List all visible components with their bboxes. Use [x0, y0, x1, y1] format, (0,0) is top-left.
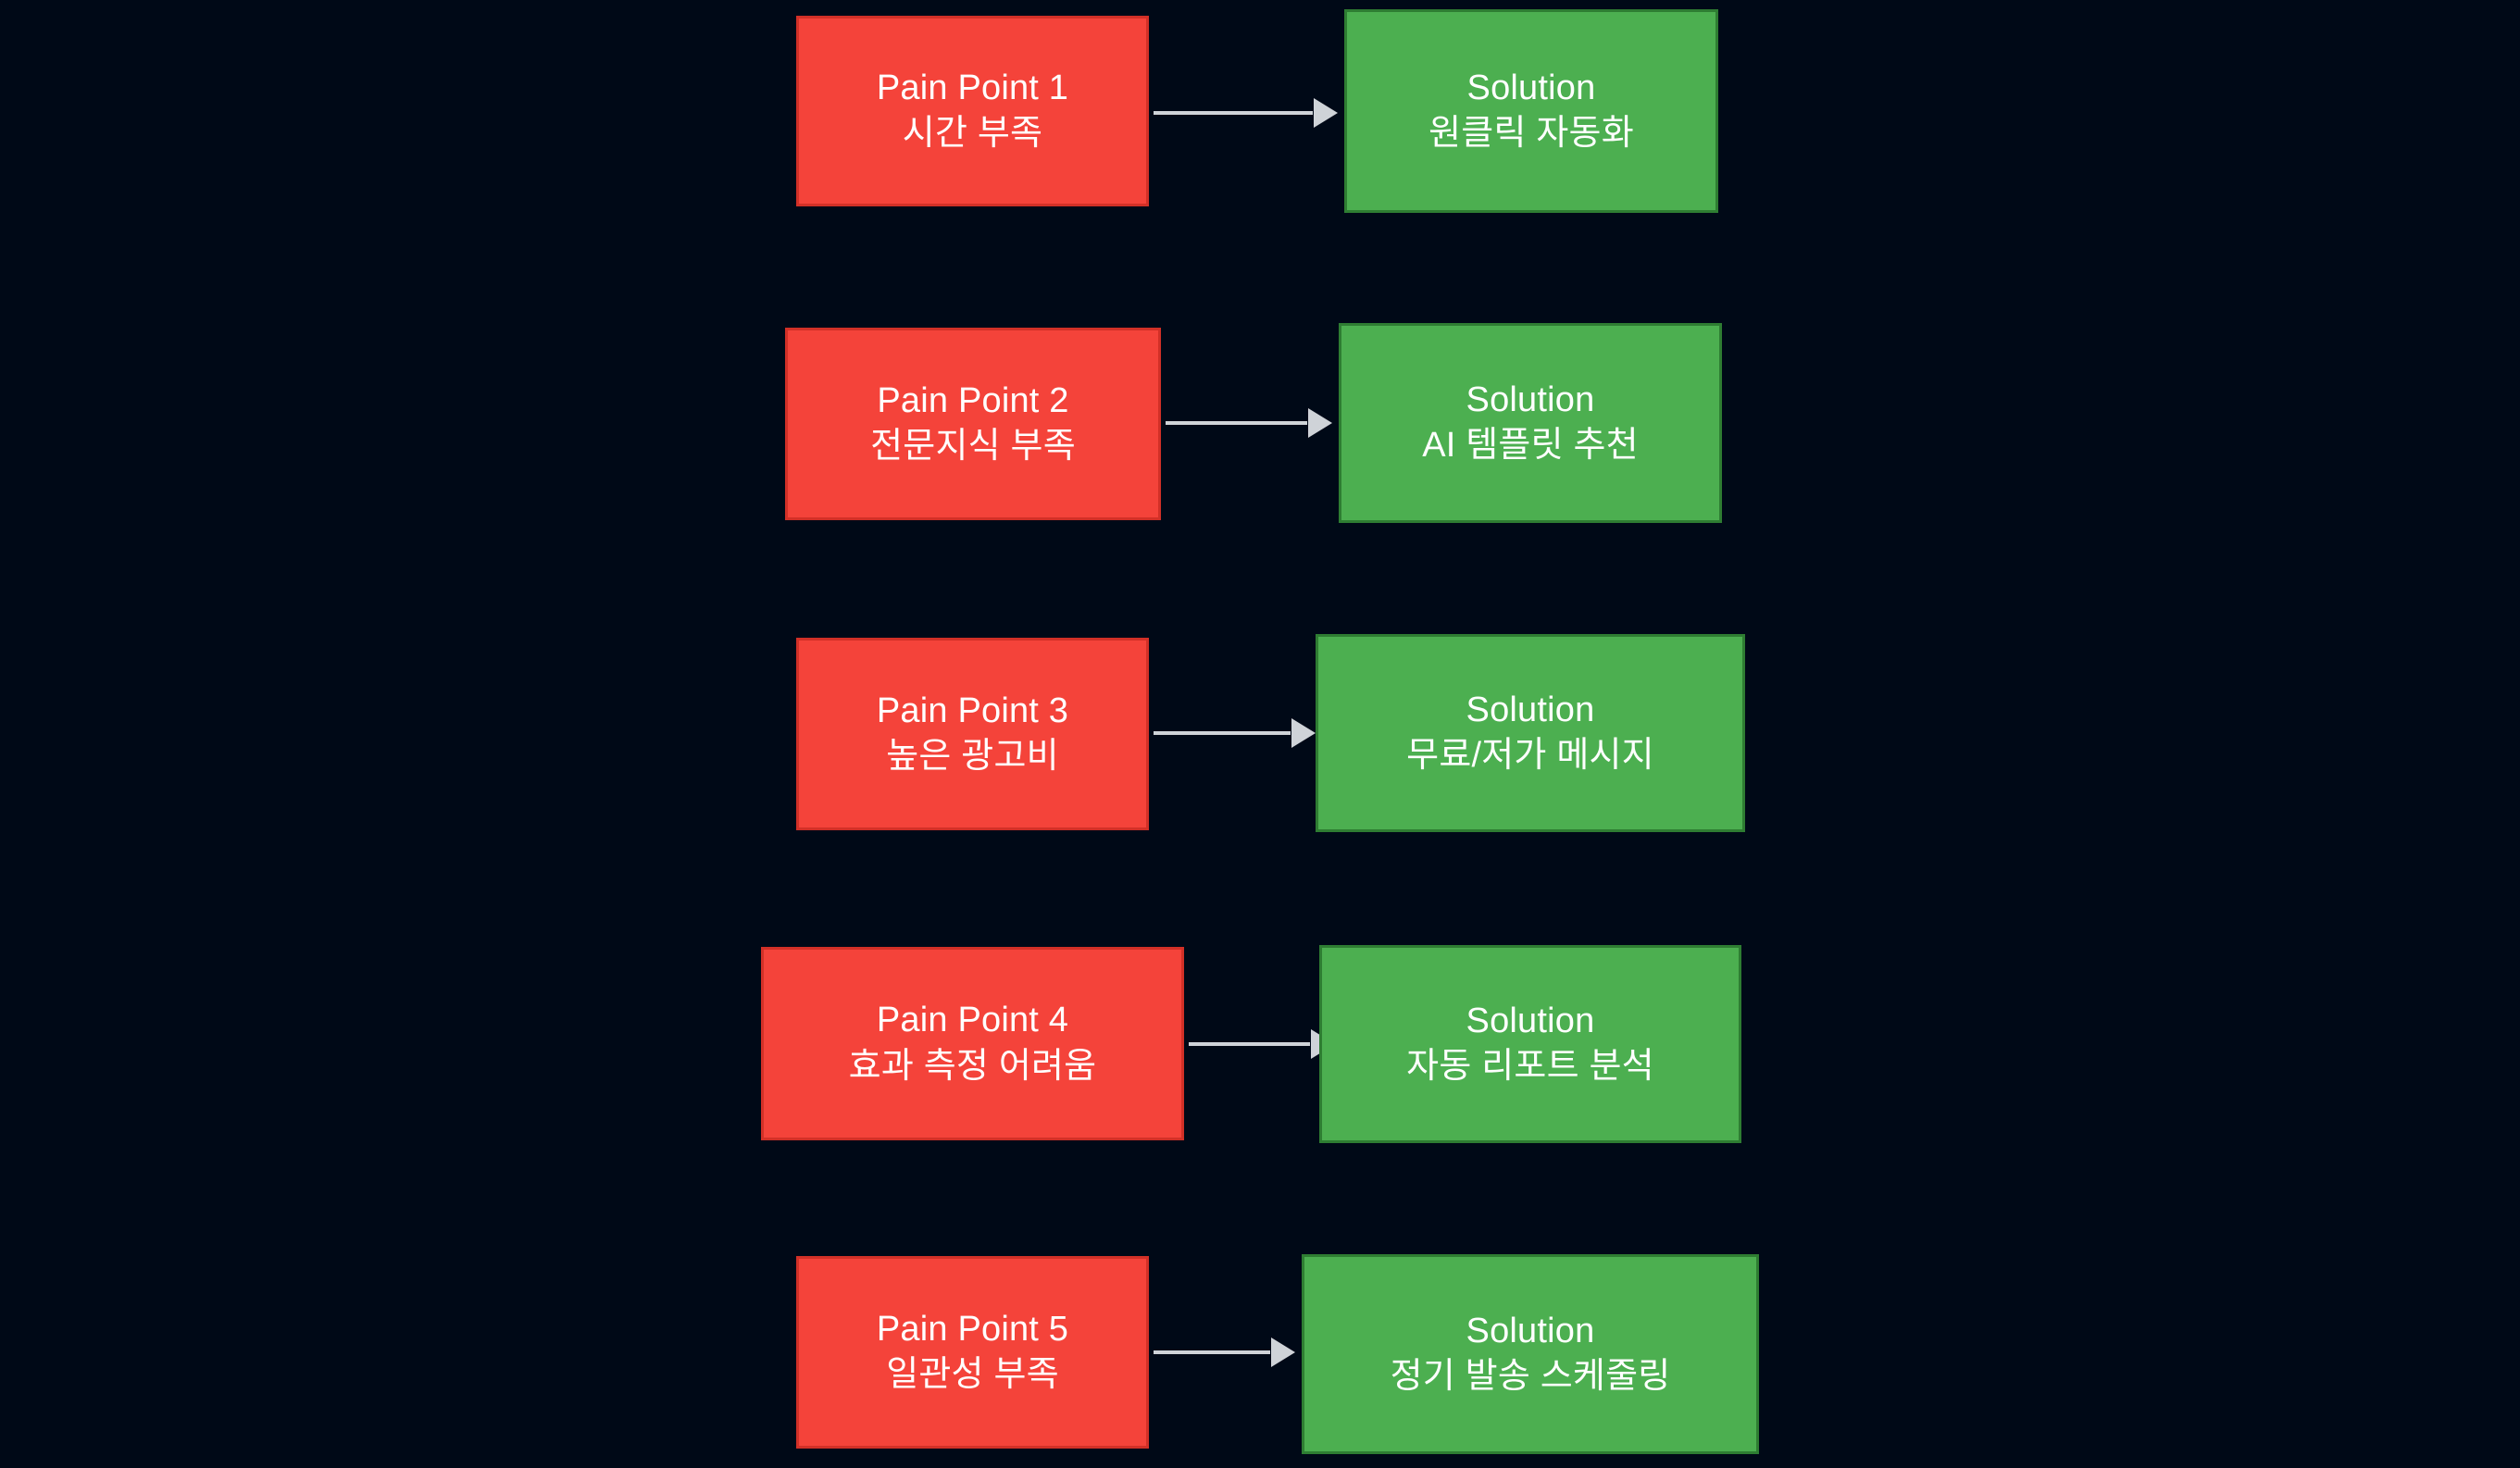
arrow-connector-2	[1166, 408, 1332, 438]
solution-title-4: Solution	[1466, 1001, 1595, 1040]
pain-point-node-5[interactable]: Pain Point 5 일관성 부족	[796, 1256, 1149, 1449]
pain-point-node-4[interactable]: Pain Point 4 효과 측정 어려움	[761, 947, 1184, 1140]
solution-description-4: 자동 리포트 분석	[1406, 1047, 1654, 1086]
arrow-head-icon-5	[1271, 1337, 1295, 1367]
pain-point-description-4: 효과 측정 어려움	[848, 1046, 1097, 1086]
arrow-connector-4	[1189, 1029, 1335, 1059]
solution-description-1: 원클릭 자동화	[1428, 114, 1634, 153]
solution-node-5[interactable]: Solution 정기 발송 스케줄링	[1302, 1254, 1759, 1454]
pain-point-title-2: Pain Point 2	[877, 380, 1069, 420]
arrow-connector-5	[1154, 1337, 1295, 1367]
arrow-connector-1	[1154, 98, 1338, 128]
solution-node-2[interactable]: Solution AI 템플릿 추천	[1339, 323, 1722, 523]
solution-title-3: Solution	[1466, 690, 1595, 729]
pain-point-description-2: 전문지식 부족	[870, 427, 1076, 466]
solution-description-5: 정기 발송 스케줄링	[1390, 1357, 1671, 1396]
solution-node-1[interactable]: Solution 원클릭 자동화	[1344, 9, 1718, 213]
pain-point-title-3: Pain Point 3	[876, 690, 1069, 730]
arrow-connector-3	[1154, 718, 1316, 748]
pain-point-node-3[interactable]: Pain Point 3 높은 광고비	[796, 638, 1149, 830]
pain-point-description-1: 시간 부족	[902, 114, 1043, 153]
pain-point-title-5: Pain Point 5	[876, 1309, 1069, 1349]
pain-point-description-3: 높은 광고비	[886, 737, 1059, 776]
pain-point-node-1[interactable]: Pain Point 1 시간 부족	[796, 16, 1149, 206]
arrow-head-icon-2	[1308, 408, 1332, 438]
solution-node-4[interactable]: Solution 자동 리포트 분석	[1319, 945, 1741, 1143]
solution-description-3: 무료/저가 메시지	[1406, 736, 1654, 775]
solution-title-2: Solution	[1466, 379, 1595, 419]
solution-title-5: Solution	[1466, 1311, 1595, 1350]
arrow-head-icon-1	[1314, 98, 1338, 128]
solution-description-2: AI 템플릿 추천	[1422, 426, 1639, 465]
arrow-head-icon-3	[1291, 718, 1316, 748]
pain-point-node-2[interactable]: Pain Point 2 전문지식 부족	[785, 328, 1161, 520]
solution-title-1: Solution	[1466, 68, 1596, 107]
solution-node-3[interactable]: Solution 무료/저가 메시지	[1316, 634, 1745, 832]
pain-point-description-5: 일관성 부족	[886, 1355, 1059, 1394]
pain-point-title-1: Pain Point 1	[876, 68, 1069, 107]
pain-point-title-4: Pain Point 4	[876, 1001, 1069, 1040]
